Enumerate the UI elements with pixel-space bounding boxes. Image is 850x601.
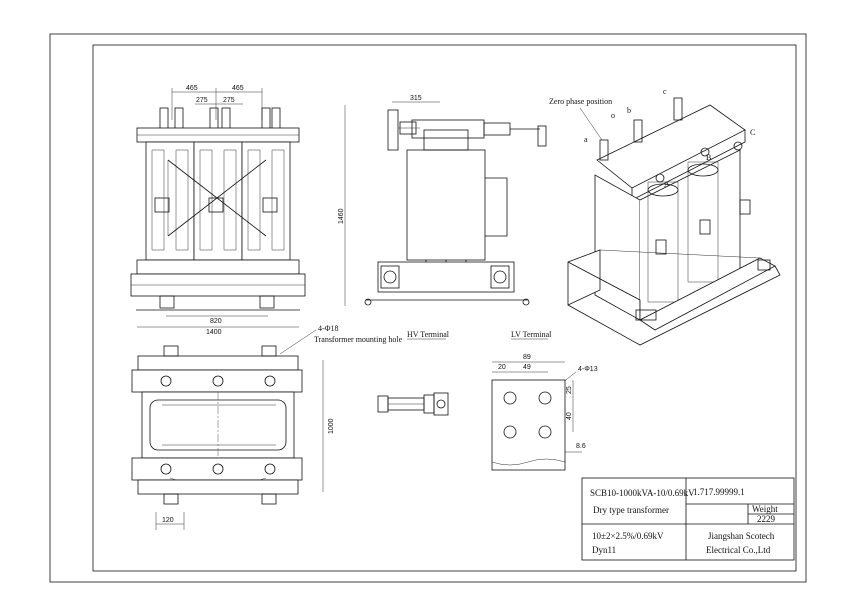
dim-1400: 1400 [206, 329, 222, 336]
dim-820: 820 [210, 318, 222, 325]
lv-thickness: 8.6 [576, 443, 586, 450]
top-view: 4-Φ18 Transformer mounting hole 1000 120 [131, 324, 403, 530]
svg-text:C: C [750, 128, 755, 137]
dim-275-right: 275 [223, 97, 235, 104]
svg-text:c: c [663, 87, 667, 96]
mounting-hole-spec: 4-Φ18 [318, 324, 339, 333]
company-line2: Electrical Co.,Ltd [706, 545, 771, 555]
dim-275-left: 275 [196, 97, 208, 104]
title-block: SCB10-1000kVA-10/0.69kV Dry type transfo… [581, 477, 795, 561]
dim-lv-49: 49 [523, 364, 531, 371]
dim-120: 120 [162, 517, 174, 524]
dim-465-right: 465 [232, 85, 244, 92]
lv-hole-spec: 4-Φ13 [578, 366, 598, 373]
lv-terminal-label: LV Terminal [511, 330, 552, 339]
isometric-view: Zero phase position a b c A B C o [549, 87, 781, 346]
model-name: SCB10-1000kVA-10/0.69kV [590, 488, 695, 498]
hv-terminal-label: HV Terminal [407, 330, 450, 339]
zero-phase-label: Zero phase position [549, 97, 612, 106]
weight-value: 2229 [757, 514, 776, 524]
svg-text:b: b [627, 106, 631, 115]
hv-terminal-detail: HV Terminal [377, 330, 450, 416]
svg-text:B: B [706, 153, 711, 162]
dim-1460: 1460 [338, 208, 345, 224]
dim-lv-25: 25 [566, 386, 573, 394]
dim-465-left: 465 [186, 85, 198, 92]
drawing-number: 1.717.99999.1 [693, 487, 745, 497]
dim-lv-40: 40 [566, 412, 573, 420]
svg-text:o: o [611, 111, 615, 120]
dim-lv-20: 20 [498, 364, 506, 371]
outer-border [49, 33, 807, 583]
voltage-rating: 10±2×2.5%/0.69kV [592, 531, 664, 541]
front-view: 465 465 275 275 [130, 85, 306, 336]
lv-terminal-detail: LV Terminal 89 20 49 4-Φ13 25 40 8.6 [491, 330, 598, 471]
mounting-hole-label: Transformer mounting hole [314, 335, 403, 344]
dim-1000: 1000 [328, 418, 335, 434]
dim-lv-89: 89 [523, 354, 531, 361]
transformer-type: Dry type transformer [593, 505, 669, 515]
dim-315: 315 [410, 95, 422, 102]
side-view: 315 1460 [338, 95, 547, 306]
weight-label: Weight [752, 504, 778, 514]
svg-text:a: a [584, 135, 588, 144]
vector-group: Dyn11 [592, 545, 616, 555]
inner-border [92, 44, 797, 572]
company-line1: Jiangshan Scotech [708, 531, 775, 541]
